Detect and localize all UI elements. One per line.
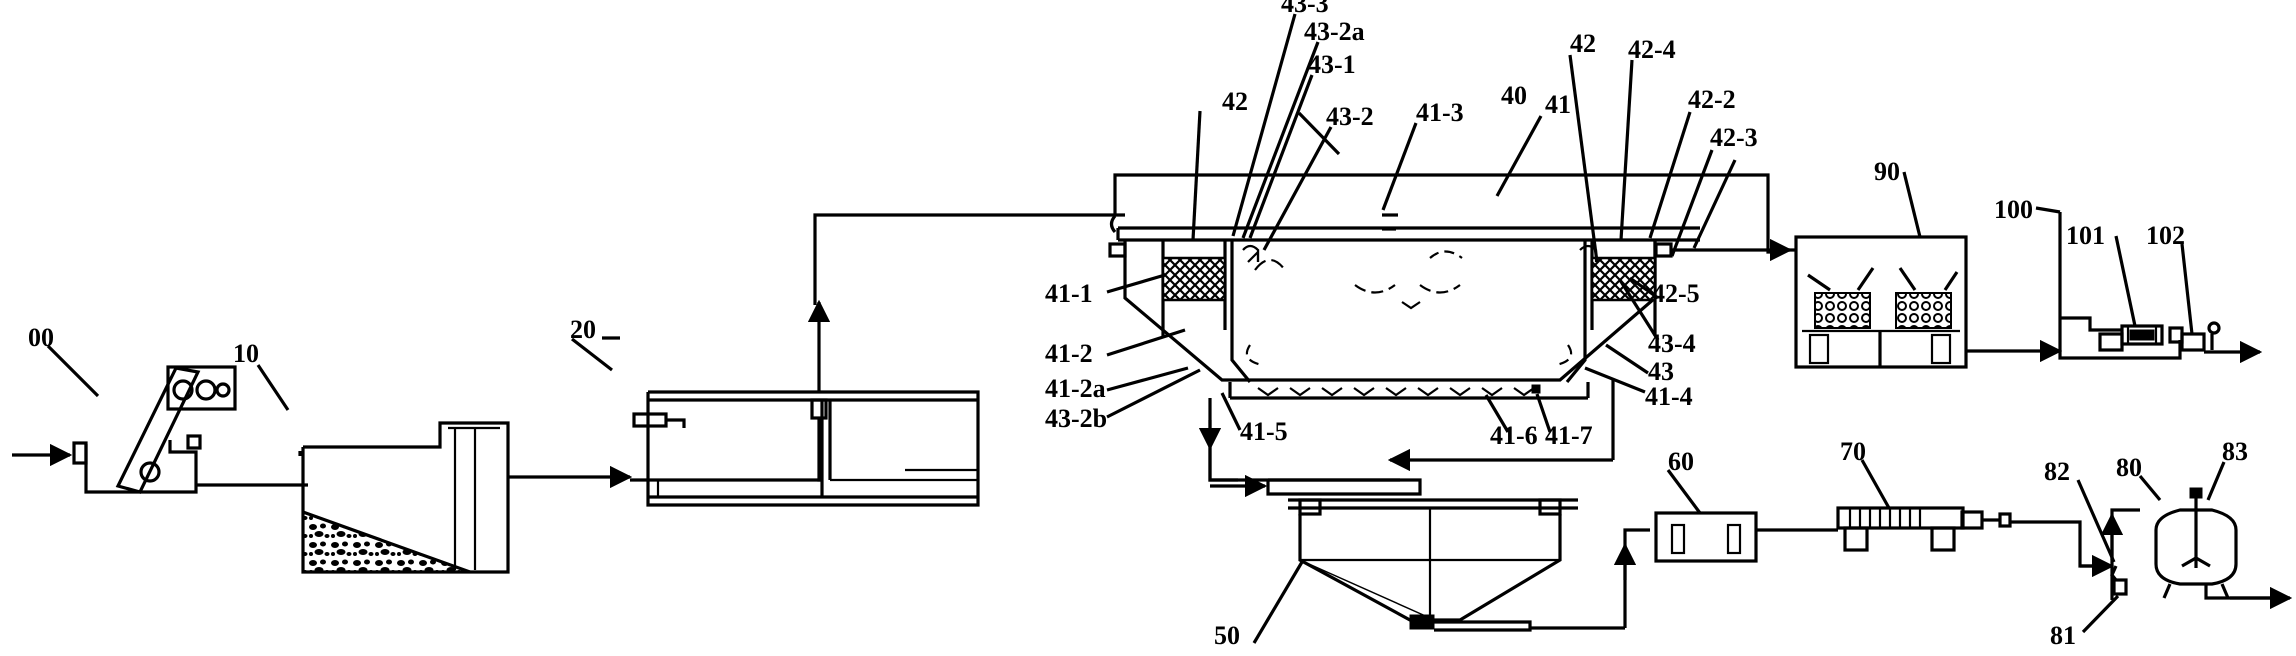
unit-101: [2120, 324, 2164, 346]
pipe-overflow-top: [1113, 173, 1770, 254]
label-41-7: 41-7: [1545, 421, 1593, 450]
label-43-2a: 43-2a: [1304, 17, 1365, 46]
unit-20-tank: [630, 213, 1125, 507]
unit-10-tank: [298, 421, 633, 574]
label-42-4: 42-4: [1628, 35, 1676, 64]
label-10: 10: [233, 339, 259, 368]
label-82: 82: [2044, 457, 2070, 486]
label-41: 41: [1545, 90, 1571, 119]
label-41-6: 41-6: [1490, 421, 1538, 450]
inlet-header: [632, 412, 668, 428]
unit-102: [2180, 332, 2206, 352]
label-42-2: 42-2: [1688, 85, 1736, 114]
unit-00-screen: [12, 365, 308, 494]
label-41-4: 41-4: [1645, 382, 1693, 411]
label-42-5: 42-5: [1652, 279, 1700, 308]
label-60: 60: [1668, 447, 1694, 476]
unit-90-filter: [1770, 235, 2063, 369]
label-43-1: 43-1: [1308, 50, 1356, 79]
screen-channel: [84, 440, 198, 494]
screen-head: [166, 365, 237, 411]
label-43-4: 43-4: [1648, 329, 1696, 358]
pump-81: [2112, 578, 2128, 596]
label-70: 70: [1840, 437, 1866, 466]
label-41-3: 41-3: [1416, 98, 1464, 127]
leader-lines: [46, 13, 2226, 644]
labels: 00 10 20 40 41 42 42 42-4 42-2 42-3 42-5…: [28, 0, 2248, 650]
label-43-3: 43-3: [1281, 0, 1329, 18]
label-102: 102: [2146, 221, 2185, 250]
label-41-5: 41-5: [1240, 417, 1288, 446]
unit-100: [2058, 316, 2263, 364]
media-block-right: [1590, 256, 1657, 302]
unit-80-mixer: [2100, 487, 2293, 610]
label-00: 00: [28, 323, 54, 352]
label-83: 83: [2222, 437, 2248, 466]
inlet-valve: [72, 441, 88, 465]
unit-40-reactor: [1108, 173, 1793, 498]
mixer-vessel: [2154, 508, 2238, 586]
unit-70-filter-press: [1836, 506, 2115, 578]
label-101: 101: [2066, 221, 2105, 250]
screen-conveyor: [115, 366, 201, 494]
label-43-2: 43-2: [1326, 102, 1374, 131]
label-90: 90: [1874, 157, 1900, 186]
label-81: 81: [2050, 621, 2076, 650]
label-40: 40: [1501, 81, 1527, 110]
filter-bed-left: [1814, 292, 1871, 329]
label-42-right: 42: [1570, 29, 1596, 58]
label-41-1: 41-1: [1045, 279, 1093, 308]
label-100: 100: [1994, 195, 2033, 224]
unit-60: [1654, 511, 1838, 563]
pipe-20-40: [813, 213, 1125, 305]
label-80: 80: [2116, 453, 2142, 482]
label-41-2a: 41-2a: [1045, 374, 1106, 403]
label-41-2: 41-2: [1045, 339, 1093, 368]
label-42-left: 42: [1222, 87, 1248, 116]
media-block-left: [1161, 256, 1227, 302]
label-42-3: 42-3: [1710, 123, 1758, 152]
label-50: 50: [1214, 621, 1240, 650]
aerator-row: [1257, 387, 1535, 397]
label-43: 43: [1648, 357, 1674, 386]
label-43-2b: 43-2b: [1045, 404, 1107, 433]
label-20: 20: [570, 315, 596, 344]
unit-50-clarifier: [1288, 498, 1650, 632]
filter-bed-right: [1895, 292, 1952, 329]
